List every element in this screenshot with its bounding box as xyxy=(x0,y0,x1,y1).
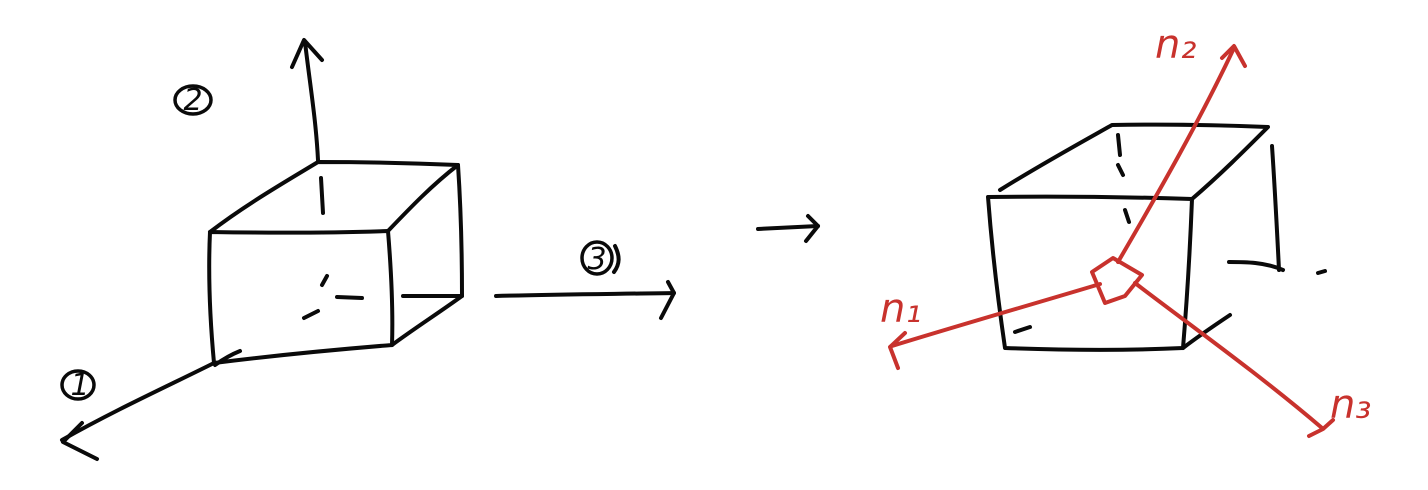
left-figure: 2 3 1 xyxy=(60,38,676,461)
right-cube-dash-1 xyxy=(1116,133,1122,157)
axis-1-arrow xyxy=(60,349,242,461)
left-cube-dash-2 xyxy=(320,274,329,287)
n1-arrow xyxy=(888,282,1102,370)
left-cube-dash-1 xyxy=(319,176,325,215)
right-cube-front-face xyxy=(986,194,1194,352)
left-cube-dash-4 xyxy=(302,309,320,320)
right-cube-top-face xyxy=(998,122,1270,201)
right-cube-dash-4 xyxy=(1013,325,1032,334)
axis-2-arrow xyxy=(290,38,324,162)
left-cube xyxy=(207,160,464,365)
axis-3-label: 3 xyxy=(580,240,621,277)
right-figure: n₂ n₁ n₃ xyxy=(880,22,1371,438)
right-cube-dash-2 xyxy=(1116,163,1125,177)
axis-1-label-text: 1 xyxy=(70,368,89,403)
axis-3-arrow xyxy=(494,280,676,320)
right-cube-right-edge xyxy=(1270,144,1281,272)
axis-3-label-text: 3 xyxy=(587,242,606,277)
n3-label: n₃ xyxy=(1330,382,1371,428)
n3-arrow xyxy=(1133,281,1335,438)
axis-2-label-text: 2 xyxy=(183,83,202,118)
n2-label: n₂ xyxy=(1155,22,1196,68)
n1-label: n₁ xyxy=(880,286,921,332)
right-cube-hidden-edge xyxy=(1227,260,1285,272)
left-cube-top-face xyxy=(208,160,460,234)
transition-arrow xyxy=(756,214,820,243)
left-cube-dash-3 xyxy=(335,295,364,300)
left-cube-front-face xyxy=(207,229,395,365)
right-cube-bottom-edge xyxy=(1181,313,1232,350)
right-cube-dash-3 xyxy=(1123,208,1131,224)
stress-element-square xyxy=(1090,256,1144,305)
n2-arrow xyxy=(1116,44,1247,264)
axis-2-label: 2 xyxy=(173,83,213,118)
right-cube-dash-5 xyxy=(1316,269,1327,275)
axis-1-label: 1 xyxy=(60,368,96,403)
right-cube xyxy=(986,122,1327,352)
